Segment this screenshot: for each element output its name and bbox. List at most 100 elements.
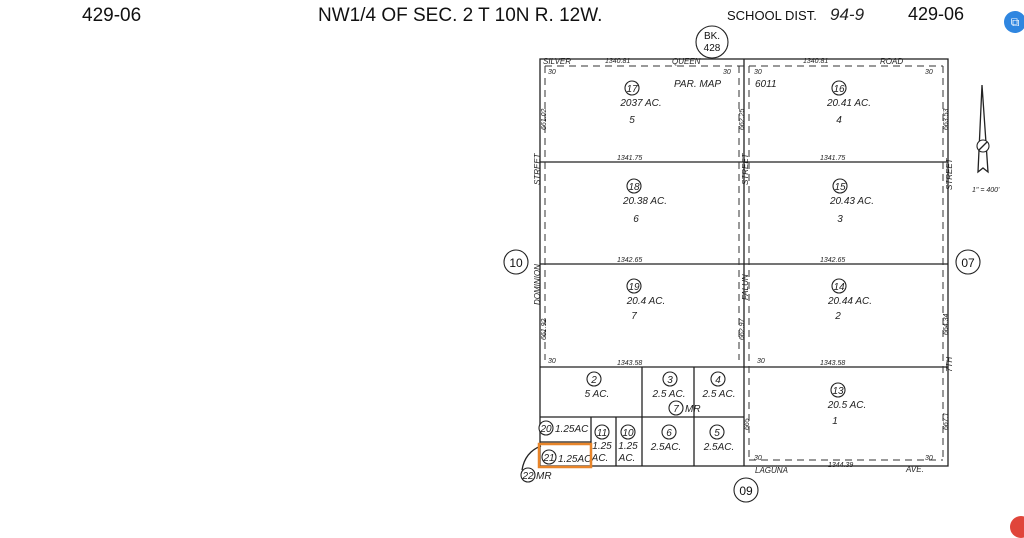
parcel-acres: 2.5 AC. xyxy=(702,389,736,400)
street-queen: QUEEN xyxy=(672,57,701,66)
adjacent-page-bottom[interactable]: 09 xyxy=(733,477,759,503)
parcel-number: 7 xyxy=(673,404,679,415)
parcel-number: 17 xyxy=(626,84,638,95)
parcel-acres: 20.41 AC. xyxy=(826,98,871,109)
street-left-street: STREET xyxy=(533,152,542,185)
parcel-number: 10 xyxy=(622,428,634,439)
parcel-acres-unit: AC. xyxy=(618,453,636,464)
parcel-4[interactable]: 4 2.5 AC. xyxy=(702,371,736,400)
street-right-street: STREET xyxy=(945,157,954,190)
parcel-acres: 20.44 AC. xyxy=(827,296,872,307)
dim-side: 663.53 xyxy=(943,108,950,130)
dim-setback: 30 xyxy=(925,455,933,462)
parcel-7-mr[interactable]: 7 MR xyxy=(668,400,701,416)
dim-top-left: 1340.81 xyxy=(605,58,630,65)
parcel-lines xyxy=(539,58,949,467)
dim-setback: 30 xyxy=(754,455,762,462)
parcel-number: 13 xyxy=(832,386,844,397)
parcel-3[interactable]: 32.5 AC. xyxy=(652,371,686,400)
lot-number: 7 xyxy=(631,311,637,322)
parcel-acres: MR xyxy=(536,471,552,482)
adjacent-page-right[interactable]: 07 xyxy=(955,249,981,275)
parcel-acres: 2.5AC. xyxy=(650,442,682,453)
dim-row3-right: 1343.58 xyxy=(820,360,845,367)
dim-row2-left: 1342.65 xyxy=(617,257,642,264)
svg-text:10: 10 xyxy=(509,256,523,270)
parcel-number: 11 xyxy=(597,428,607,439)
map-scale: 1" = 400' xyxy=(972,187,1000,194)
svg-text:07: 07 xyxy=(961,256,975,270)
dim-side: 665 xyxy=(744,418,751,430)
street-road: ROAD xyxy=(880,57,903,66)
parcel-15[interactable]: 15 20.43 AC. 3 xyxy=(829,178,874,225)
lot-number: 5 xyxy=(629,115,635,126)
parcel-number: 22 xyxy=(521,471,534,482)
lot-number: 2 xyxy=(834,311,841,322)
parcel-number: 2 xyxy=(590,375,597,386)
dim-setback: 30 xyxy=(754,69,762,76)
parcel-number: 16 xyxy=(833,84,845,95)
parcel-acres: 20.38 AC. xyxy=(622,196,667,207)
street-dominion: DOMINION xyxy=(533,264,542,305)
dim-row1-right: 1341.75 xyxy=(820,155,845,162)
dim-setback: 30 xyxy=(548,358,556,365)
street-middle-street: STREET xyxy=(741,152,750,185)
dim-row1-left: 1341.75 xyxy=(617,155,642,162)
street-falun: FALUN xyxy=(741,274,750,300)
parcel-number: 15 xyxy=(834,182,846,193)
dim-side: 667.1 xyxy=(943,412,950,430)
parcel-number: 4 xyxy=(715,375,721,386)
parcel-acres: 1.25 xyxy=(592,441,612,452)
translate-icon[interactable]: ⧉ xyxy=(1004,11,1024,33)
parcel-5[interactable]: 52.5AC. xyxy=(703,424,735,453)
lot-number: 1 xyxy=(832,416,838,427)
lot-number: 3 xyxy=(837,214,843,225)
dim-setback: 30 xyxy=(757,358,765,365)
page-number-left: 429-06 xyxy=(82,5,141,26)
parcel-acres: 1.25 xyxy=(618,441,638,452)
parcel-acres: 20.43 AC. xyxy=(829,196,874,207)
parcel-11[interactable]: 11 1.25AC. xyxy=(591,424,613,464)
street-7th: 7TH xyxy=(945,357,954,372)
dim-setback: 30 xyxy=(548,69,556,76)
parcel-number: 20 xyxy=(539,424,552,435)
street-ave: AVE. xyxy=(905,465,924,474)
parcel-acres: MR xyxy=(685,404,701,415)
dim-setback: 30 xyxy=(723,69,731,76)
parcel-2[interactable]: 2 5 AC. xyxy=(585,371,610,400)
school-dist-label: SCHOOL DIST. xyxy=(727,8,817,23)
parcel-number: 14 xyxy=(833,282,845,293)
school-dist-value: 94-9 xyxy=(830,5,865,24)
parcel-number: 5 xyxy=(714,428,720,439)
parcel-acres: 1.25AC xyxy=(555,424,589,435)
svg-text:09: 09 xyxy=(739,484,753,498)
parcel-acres-unit: AC. xyxy=(591,453,609,464)
selected-parcel-highlight xyxy=(537,442,593,469)
dim-side: 662.25 xyxy=(739,108,746,130)
dim-row2-right: 1342.65 xyxy=(820,257,845,264)
map-title: NW1/4 OF SEC. 2 T 10N R. 12W. xyxy=(318,5,602,26)
parcel-10[interactable]: 10 1.25AC. xyxy=(618,424,639,464)
par-map-number: 6011 xyxy=(755,79,777,90)
adjacent-page-left[interactable]: 10 xyxy=(503,249,529,275)
par-map-label: PAR. MAP xyxy=(674,79,721,90)
parcel-acres: 20.4 AC. xyxy=(626,296,666,307)
parcel-14[interactable]: 14 20.44 AC. 2 xyxy=(827,278,872,322)
book-label: BK. xyxy=(704,31,720,42)
dim-side: 661.02 xyxy=(541,108,548,130)
street-laguna: LAGUNA xyxy=(755,466,788,475)
parcel-number: 21 xyxy=(542,453,554,464)
parcel-acres: 5 AC. xyxy=(585,389,610,400)
dim-side: 662.97 xyxy=(739,317,746,340)
parcel-6[interactable]: 62.5AC. xyxy=(650,424,682,453)
floating-action-icon[interactable] xyxy=(1010,516,1024,538)
